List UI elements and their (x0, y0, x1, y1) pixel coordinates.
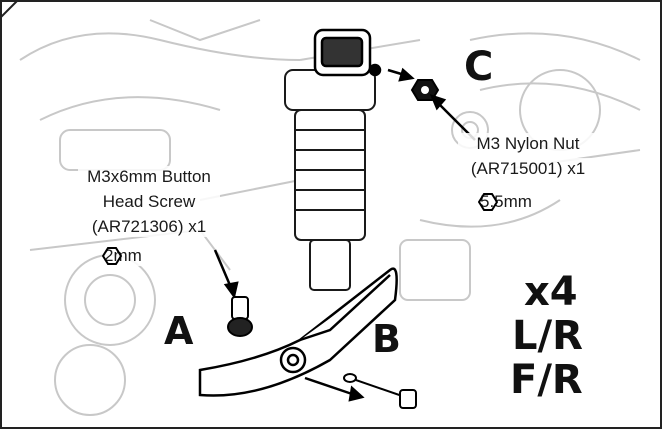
hex-wrench-icon (478, 193, 498, 211)
nut-callout-line1: M3 Nylon Nut (458, 133, 598, 154)
shock-absorber (284, 69, 376, 291)
screw-callout-line1: M3x6mm Button (78, 166, 220, 187)
screw-tool-size: 2mm (102, 246, 144, 266)
shock-cap (313, 28, 382, 77)
quantity-side: L/R (512, 313, 583, 359)
screw-tool-size-label: 2mm (104, 246, 142, 265)
hex-wrench-icon (102, 247, 122, 265)
quantity-position: F/R (510, 357, 583, 403)
step-letter-a: A (164, 309, 194, 353)
arrows (213, 67, 476, 402)
chassis-background-sketch (19, 19, 641, 416)
button-head-screw (227, 296, 253, 337)
step-letter-c: C (464, 44, 494, 90)
nut-tool-size: 5.5mm (478, 192, 534, 212)
screw-callout-line2: Head Screw (78, 191, 220, 212)
screw-callout-line3: (AR721306) x1 (78, 216, 220, 237)
quantity-count: x4 (524, 269, 578, 315)
step-letter-b: B (372, 317, 401, 361)
hinge-pin (343, 373, 417, 409)
lower-arm (198, 267, 398, 397)
nut-callout-line2: (AR715001) x1 (458, 158, 598, 179)
